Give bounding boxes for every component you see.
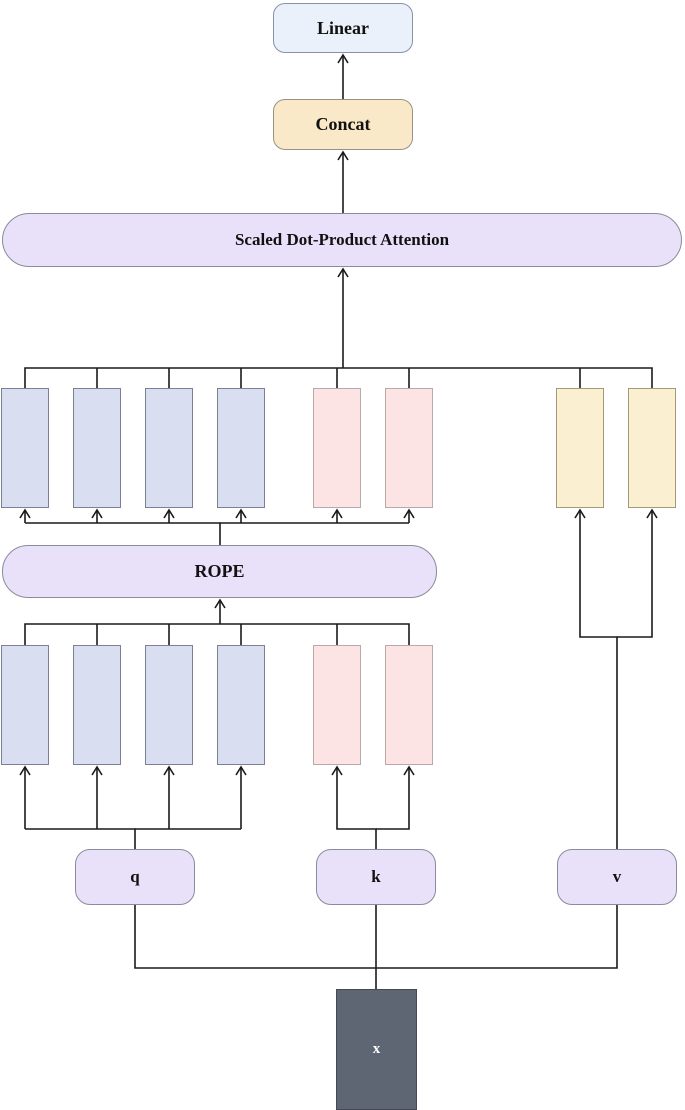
key-head-bar-upper-2	[385, 388, 433, 508]
query-head-bar-lower-1	[1, 645, 49, 765]
query-head-bar-lower-2	[73, 645, 121, 765]
v-projection-node: v	[557, 849, 677, 905]
query-head-bar-upper-3	[145, 388, 193, 508]
value-head-bar-2	[628, 388, 676, 508]
query-head-bar-upper-2	[73, 388, 121, 508]
input-x-node: x	[336, 989, 417, 1110]
linear-node: Linear	[273, 3, 413, 53]
key-head-bar-upper-1	[313, 388, 361, 508]
query-head-bar-lower-4	[217, 645, 265, 765]
k-projection-node: k	[316, 849, 436, 905]
key-head-bar-lower-2	[385, 645, 433, 765]
q-projection-node: q	[75, 849, 195, 905]
concat-node: Concat	[273, 99, 413, 150]
scaled-dot-product-attention-node: Scaled Dot-Product Attention	[2, 213, 682, 267]
rope-node: ROPE	[2, 545, 437, 598]
query-head-bar-upper-1	[1, 388, 49, 508]
key-head-bar-lower-1	[313, 645, 361, 765]
value-head-bar-1	[556, 388, 604, 508]
query-head-bar-upper-4	[217, 388, 265, 508]
query-head-bar-lower-3	[145, 645, 193, 765]
